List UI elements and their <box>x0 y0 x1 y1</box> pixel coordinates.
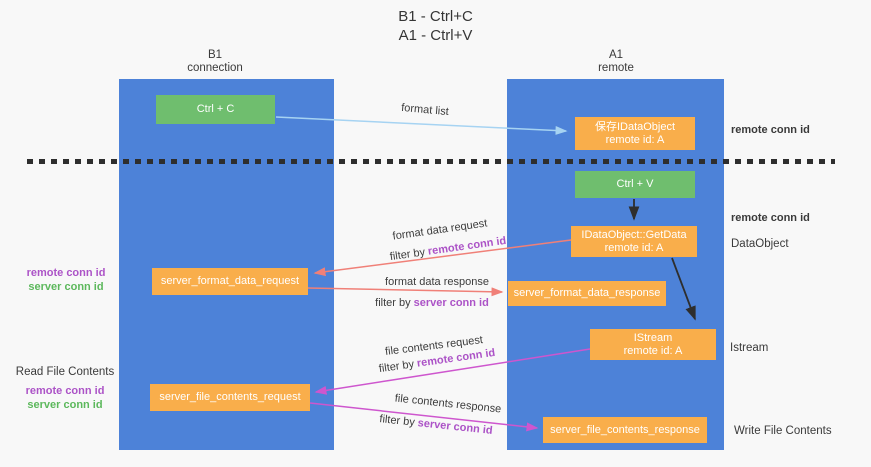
node-getdata-line2: remote id: A <box>604 241 664 254</box>
node-server-format-data-response-label: server_format_data_response <box>513 287 661 299</box>
label-format-data-response: format data response <box>385 276 489 288</box>
left-file-server-conn-id: server conn id <box>27 399 103 411</box>
left-format-conn-ids: remote conn id server conn id <box>10 266 122 294</box>
left-format-server-conn-id: server conn id <box>28 281 104 293</box>
lifeline-a1-header: A1 remote <box>556 49 676 75</box>
label-file-contents-response: file contents response <box>394 392 502 416</box>
lifeline-a1-subtitle: remote <box>598 62 634 74</box>
title-line-2: A1 - Ctrl+V <box>398 27 473 44</box>
label-filter-by-2: filter by <box>375 297 411 309</box>
node-istream: IStream remote id: A <box>590 329 716 360</box>
node-istream-line1: IStream <box>633 331 673 344</box>
lifeline-b1-name: B1 <box>207 49 223 61</box>
label-remote-conn-id-1: remote conn id <box>427 234 507 258</box>
left-format-remote-conn-id: remote conn id <box>26 267 106 279</box>
node-ctrl-v: Ctrl + V <box>575 171 695 198</box>
node-store-dataobject-line2: remote id: A <box>605 133 665 146</box>
lifeline-b1-subtitle: connection <box>187 62 243 74</box>
right-istream-label: Istream <box>730 342 769 354</box>
right-dataobject-label: DataObject <box>731 238 789 250</box>
node-server-file-contents-request: server_file_contents_request <box>150 384 310 411</box>
node-server-format-data-request-label: server_format_data_request <box>160 275 300 287</box>
label-format-list: format list <box>400 101 450 119</box>
label-server-conn-id-1: server conn id <box>413 297 489 309</box>
node-store-dataobject-line1: 保存IDataObject <box>594 120 676 133</box>
label-filter-by-3: filter by <box>378 358 415 376</box>
label-filter-by-1: filter by <box>389 246 426 264</box>
node-ctrl-c-label: Ctrl + C <box>196 103 235 115</box>
title-line-1: B1 - Ctrl+C <box>398 8 473 25</box>
node-ctrl-c: Ctrl + C <box>156 95 275 124</box>
node-server-format-data-request: server_format_data_request <box>152 268 308 295</box>
left-file-remote-conn-id: remote conn id <box>25 385 105 397</box>
right-getdata-remote-conn-id: remote conn id <box>731 212 810 224</box>
lifeline-a1-name: A1 <box>608 49 624 61</box>
node-ctrl-v-label: Ctrl + V <box>616 178 654 190</box>
right-store-remote-conn-id: remote conn id <box>731 124 810 136</box>
phase-separator-line <box>27 159 835 164</box>
node-getdata-line1: IDataObject::GetData <box>581 228 687 241</box>
label-server-conn-id-2: server conn id <box>417 417 494 437</box>
node-server-file-contents-response: server_file_contents_response <box>543 417 707 443</box>
node-istream-line2: remote id: A <box>623 344 683 357</box>
lifeline-b1-header: B1 connection <box>155 49 275 75</box>
left-file-labels: Read File Contents remote conn id server… <box>5 365 125 412</box>
label-filter-by-4: filter by <box>378 413 416 429</box>
node-store-dataobject: 保存IDataObject remote id: A <box>575 117 695 150</box>
node-getdata: IDataObject::GetData remote id: A <box>571 226 697 257</box>
node-server-format-data-response: server_format_data_response <box>508 281 666 306</box>
diagram-title: B1 - Ctrl+C A1 - Ctrl+V <box>0 7 871 45</box>
node-server-file-contents-response-label: server_file_contents_response <box>550 423 700 436</box>
node-server-file-contents-request-label: server_file_contents_request <box>159 391 301 403</box>
arrow-format-data-response <box>307 287 504 297</box>
right-write-file-contents-label: Write File Contents <box>734 425 832 437</box>
left-read-file-contents: Read File Contents <box>15 366 115 378</box>
